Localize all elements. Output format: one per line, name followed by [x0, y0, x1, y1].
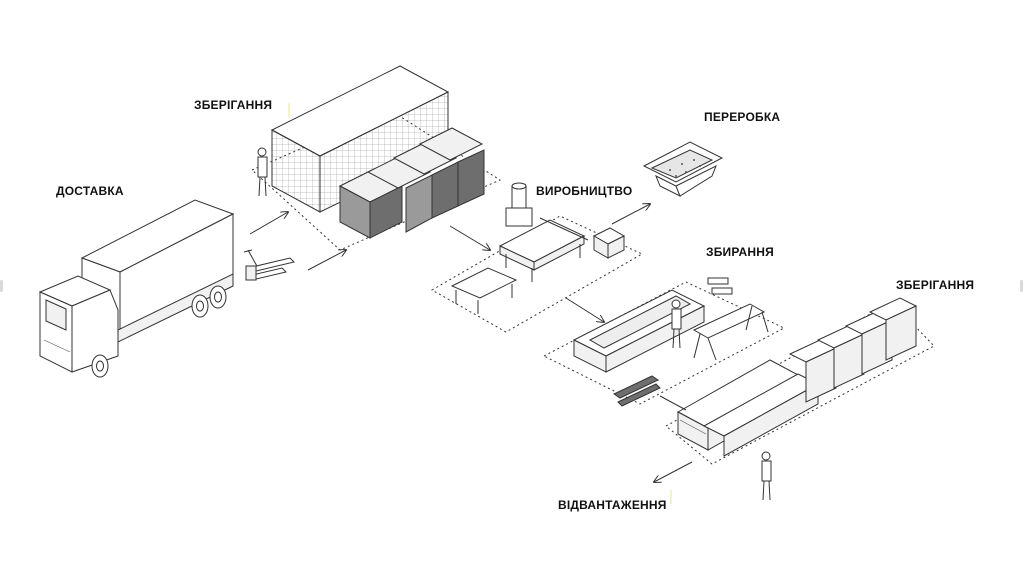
label-recycling: ПЕРЕРОБКА — [704, 110, 781, 124]
label-shipping: ВІДВАНТАЖЕННЯ — [558, 498, 667, 512]
arrow-delivery-to-storage-upper — [249, 212, 288, 235]
label-assembly: ЗБИРАННЯ — [706, 245, 774, 259]
assembly-station-illustration — [542, 277, 786, 407]
label-delivery: ДОСТАВКА — [56, 184, 124, 198]
arrow-delivery-to-storage-lower — [307, 250, 346, 271]
delivery-truck-illustration — [38, 199, 235, 378]
label-marker-storage-top — [288, 103, 290, 117]
label-marker-shipping — [670, 490, 672, 504]
label-storage-right: ЗБЕРІГАННЯ — [896, 278, 975, 292]
right-edge-marker — [1020, 280, 1023, 292]
arrow-storage-to-production — [449, 225, 490, 250]
arrow-assembly-to-storage — [659, 395, 687, 411]
recycling-bin-illustration — [642, 141, 724, 198]
finished-goods-storage-illustration — [665, 297, 935, 501]
production-machines-illustration — [430, 182, 644, 333]
pallet-jack-illustration — [243, 249, 295, 281]
flow-arrows — [249, 204, 693, 482]
label-production: ВИРОБНИЦТВО — [536, 184, 633, 198]
label-storage-top: ЗБЕРІГАННЯ — [194, 98, 273, 112]
raw-material-storage-illustration — [251, 65, 502, 251]
arrow-production-to-assembly — [565, 297, 604, 322]
arrow-storage-to-shipping — [654, 461, 693, 482]
left-edge-marker — [0, 280, 3, 292]
arrow-production-to-recycling — [611, 204, 650, 225]
